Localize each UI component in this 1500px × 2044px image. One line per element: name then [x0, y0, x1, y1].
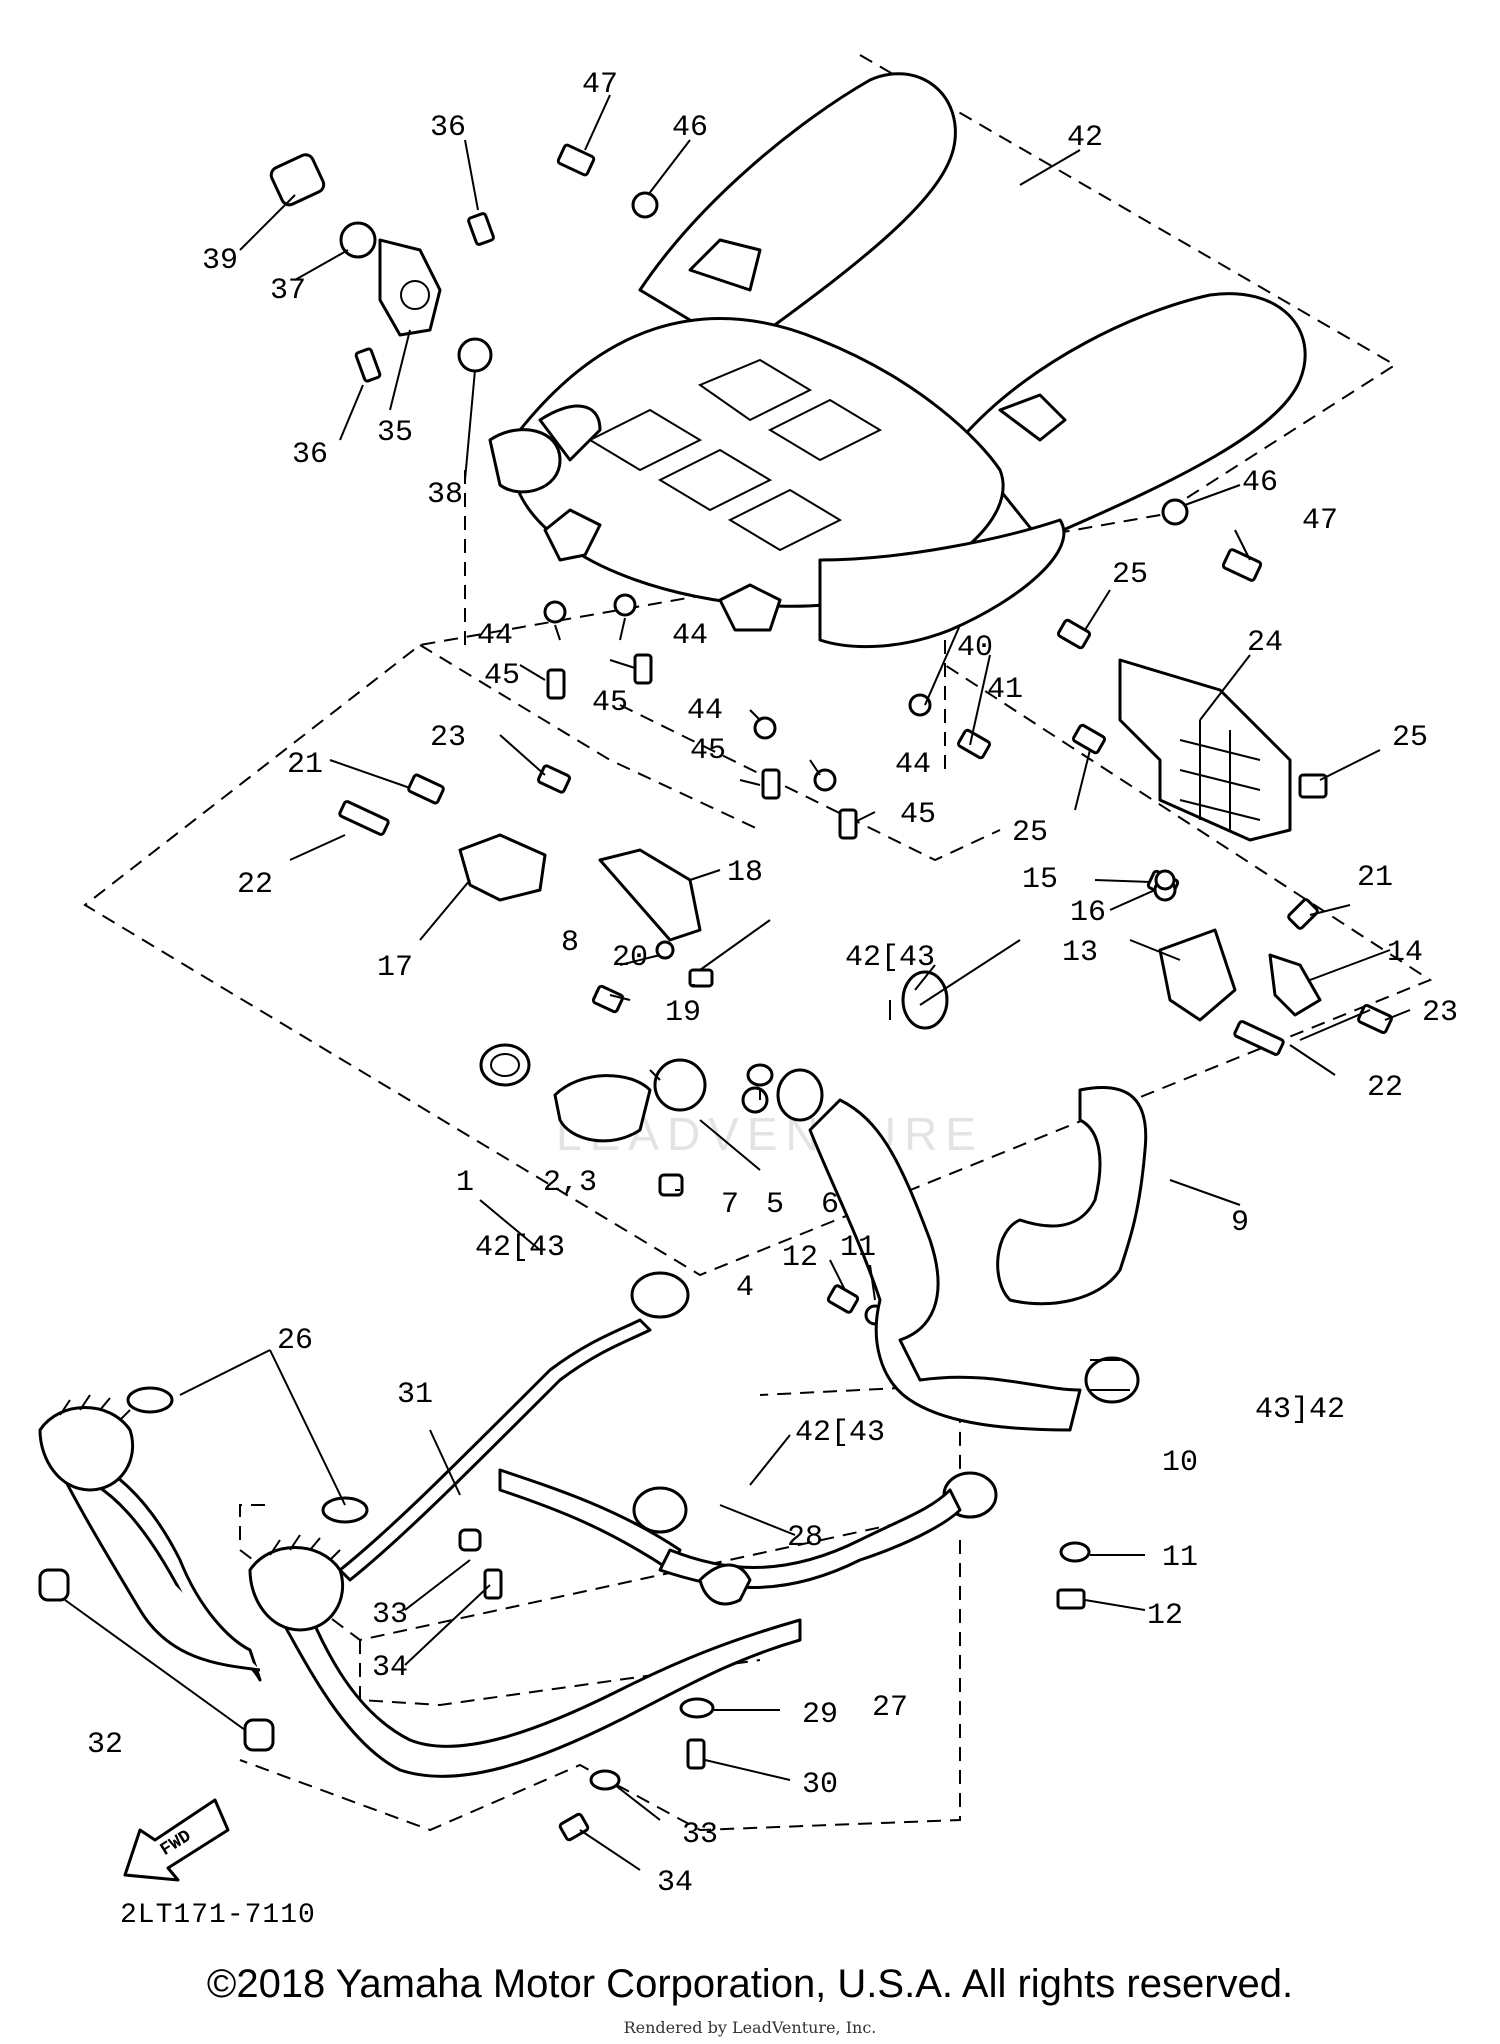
callout-19: 19: [665, 996, 701, 1030]
callout-45-c: 45: [690, 734, 726, 768]
callout-44-c: 44: [687, 694, 723, 728]
callout-8: 8: [561, 926, 579, 960]
callout-14: 14: [1387, 936, 1423, 970]
callout-23-left: 23: [430, 721, 466, 755]
callout-44-d: 44: [895, 748, 931, 782]
callout-6: 6: [821, 1188, 839, 1222]
callout-45-b: 45: [592, 686, 628, 720]
callout-26: 26: [277, 1324, 313, 1358]
callout-18: 18: [727, 856, 763, 890]
callout-40: 40: [957, 631, 993, 665]
callout-31: 31: [397, 1378, 433, 1412]
callout-33-left: 33: [372, 1598, 408, 1632]
callout-13: 13: [1062, 936, 1098, 970]
callout-16: 16: [1070, 896, 1106, 930]
callout-35: 35: [377, 416, 413, 450]
callout-12-mid: 12: [782, 1241, 818, 1275]
callout-45-d: 45: [900, 798, 936, 832]
callout-46-right: 46: [1242, 466, 1278, 500]
callout-42-43-mid: 42[43: [845, 941, 935, 975]
callout-42-top: 42: [1067, 121, 1103, 155]
callout-47-right: 47: [1302, 504, 1338, 538]
callout-45-a: 45: [484, 659, 520, 693]
callout-38: 38: [427, 478, 463, 512]
callout-33-lower: 33: [682, 1818, 718, 1852]
callout-25-right: 25: [1392, 721, 1428, 755]
callout-39: 39: [202, 244, 238, 278]
callout-23-right: 23: [1422, 996, 1458, 1030]
callout-25-mid: 25: [1012, 816, 1048, 850]
callout-37: 37: [270, 274, 306, 308]
exhaust-pipes: [38, 1086, 1148, 1778]
callout-42-43-left: 42[43: [475, 1231, 565, 1265]
callout-24: 24: [1247, 626, 1283, 660]
callout-47-top: 47: [582, 68, 618, 102]
callout-11-right: 11: [1162, 1541, 1198, 1575]
callout-34-lower: 34: [657, 1866, 693, 1900]
callout-42-43-lower: 42[43: [795, 1416, 885, 1450]
callout-7: 7: [721, 1188, 739, 1222]
callout-30: 30: [802, 1768, 838, 1802]
callout-20: 20: [612, 941, 648, 975]
callout-15: 15: [1022, 863, 1058, 897]
copyright-notice: ©2018 Yamaha Motor Corporation, U.S.A. A…: [206, 1962, 1294, 2006]
leader-lines: [64, 94, 1411, 1871]
forward-direction-arrow: FWD: [123, 1798, 230, 1882]
callout-12-right: 12: [1147, 1599, 1183, 1633]
callout-2-3: 2,3: [543, 1166, 597, 1200]
callout-44-b: 44: [672, 619, 708, 653]
callout-4: 4: [736, 1271, 754, 1305]
callout-36-left: 36: [292, 438, 328, 472]
callout-25-top: 25: [1112, 558, 1148, 592]
callout-22-left: 22: [237, 868, 273, 902]
callout-22-right: 22: [1367, 1071, 1403, 1105]
callout-36-top: 36: [430, 111, 466, 145]
callout-41: 41: [987, 673, 1023, 707]
callout-29: 29: [802, 1698, 838, 1732]
callout-43-42-right: 43]42: [1255, 1393, 1345, 1427]
callout-32: 32: [87, 1728, 123, 1762]
callout-27: 27: [872, 1691, 908, 1725]
callout-5: 5: [766, 1188, 784, 1222]
callout-17: 17: [377, 951, 413, 985]
muffler-assembly: [488, 72, 1307, 649]
callout-11-mid: 11: [840, 1231, 876, 1265]
hardware-parts: [38, 143, 1393, 1842]
callout-21-right: 21: [1357, 861, 1393, 895]
callout-44-a: 44: [477, 619, 513, 653]
callout-28: 28: [787, 1521, 823, 1555]
callout-labels: 47 46 42 36 39 37 35 36 38 46 47 25 24 4…: [87, 68, 1458, 1900]
callout-1: 1: [456, 1166, 474, 1200]
callout-46-top: 46: [672, 111, 708, 145]
callout-34-left: 34: [372, 1651, 408, 1685]
callout-21-left: 21: [287, 748, 323, 782]
rendered-by-note: Rendered by LeadVenture, Inc.: [623, 2018, 877, 2037]
callout-10: 10: [1162, 1446, 1198, 1480]
diagram-code: 2LT171-7110: [120, 1900, 316, 1931]
callout-9: 9: [1231, 1206, 1249, 1240]
